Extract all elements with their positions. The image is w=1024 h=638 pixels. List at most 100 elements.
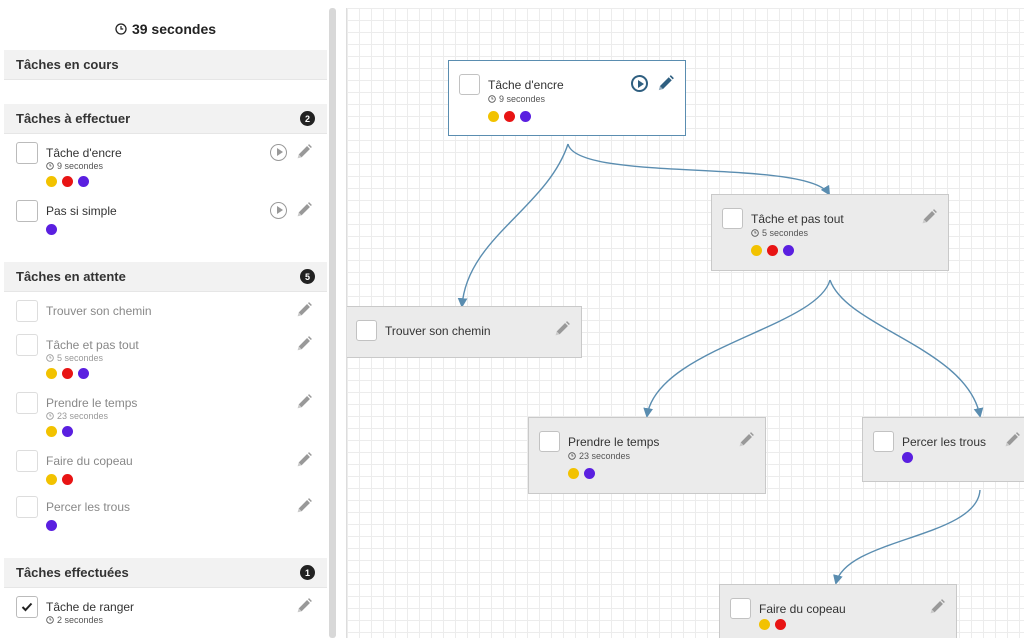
color-dot-red — [504, 111, 515, 122]
color-dot-purple — [46, 224, 57, 235]
sidebar-scrollbar[interactable] — [329, 8, 336, 638]
play-icon[interactable] — [631, 75, 648, 92]
color-dot-yellow — [568, 468, 579, 479]
pencil-icon[interactable] — [295, 201, 313, 219]
color-tags — [902, 452, 913, 463]
clock-icon — [46, 354, 54, 362]
edge-pastout-temps — [643, 279, 831, 418]
pencil-icon[interactable] — [295, 393, 313, 411]
node-duration: 5 secondes — [751, 228, 808, 238]
task-actions — [295, 497, 313, 515]
duration-label: 5 secondes — [57, 353, 104, 363]
color-tags — [46, 520, 315, 531]
node-actions — [920, 208, 938, 226]
task-title: Tâche de ranger — [46, 600, 135, 614]
graph-node[interactable]: Tâche d'encre 9 secondes — [448, 60, 686, 136]
task-item[interactable]: Percer les trous — [4, 488, 327, 534]
pencil-icon[interactable] — [737, 431, 755, 449]
section-title: Tâches en attente — [16, 269, 126, 284]
pencil-icon[interactable] — [295, 143, 313, 161]
graph-edges — [457, 143, 984, 585]
node-actions — [1003, 431, 1021, 449]
task-actions — [295, 301, 313, 319]
node-actions — [928, 598, 946, 616]
pencil-icon[interactable] — [295, 451, 313, 469]
edge-trous-copeau — [833, 489, 981, 585]
task-actions — [295, 597, 313, 615]
task-checkbox[interactable] — [16, 200, 38, 222]
play-icon[interactable] — [270, 143, 287, 161]
node-checkbox[interactable] — [730, 598, 751, 619]
task-title: Trouver son chemin — [46, 304, 152, 318]
pencil-icon[interactable] — [656, 74, 675, 93]
task-checkbox[interactable] — [16, 450, 38, 472]
graph-node[interactable]: Percer les trous — [862, 417, 1024, 482]
task-item[interactable]: Faire du copeau — [4, 442, 327, 488]
section-title: Tâches effectuées — [16, 565, 129, 580]
task-item[interactable]: Trouver son chemin — [4, 292, 327, 326]
node-checkbox[interactable] — [722, 208, 743, 229]
node-title: Tâche d'encre — [488, 78, 564, 92]
node-checkbox[interactable] — [459, 74, 480, 95]
task-duration: 9 secondes — [46, 161, 315, 171]
task-item[interactable]: Pas si simple — [4, 192, 327, 250]
graph-node[interactable]: Faire du copeau — [719, 584, 957, 638]
task-checkbox[interactable] — [16, 334, 38, 356]
task-checkbox[interactable] — [16, 496, 38, 518]
section-in-progress: Tâches en cours — [4, 50, 327, 80]
color-dot-purple — [902, 452, 913, 463]
pencil-icon[interactable] — [295, 301, 313, 319]
clock-icon — [46, 162, 54, 170]
pencil-icon[interactable] — [295, 597, 313, 615]
node-actions — [553, 320, 571, 338]
color-tags — [488, 111, 531, 122]
edge-encre-pastout — [567, 143, 831, 196]
count-badge: 1 — [300, 565, 315, 580]
empty-list — [4, 80, 327, 104]
node-title: Trouver son chemin — [385, 324, 491, 338]
graph-node[interactable]: Trouver son chemin — [347, 306, 582, 358]
pencil-icon[interactable] — [295, 335, 313, 353]
task-checkbox[interactable] — [16, 300, 38, 322]
task-checkbox[interactable] — [16, 392, 38, 414]
duration-label: 9 secondes — [499, 94, 546, 104]
play-icon[interactable] — [270, 201, 287, 219]
edge-pastout-trous — [829, 279, 984, 418]
task-title: Prendre le temps — [46, 396, 138, 410]
clock-icon — [46, 616, 54, 624]
color-dot-purple — [520, 111, 531, 122]
pencil-icon[interactable] — [920, 208, 938, 226]
pencil-icon[interactable] — [1003, 431, 1021, 449]
pencil-icon[interactable] — [553, 320, 571, 338]
color-dot-yellow — [751, 245, 762, 256]
section-waiting: Tâches en attente 5 — [4, 262, 327, 292]
clock-icon — [568, 452, 576, 460]
task-checkbox[interactable] — [16, 596, 38, 618]
color-dot-purple — [78, 368, 89, 379]
color-tags — [568, 468, 595, 479]
node-checkbox[interactable] — [873, 431, 894, 452]
node-checkbox[interactable] — [356, 320, 377, 341]
task-actions — [295, 451, 313, 469]
node-actions — [737, 431, 755, 449]
pencil-icon[interactable] — [295, 497, 313, 515]
node-checkbox[interactable] — [539, 431, 560, 452]
dependency-graph-canvas[interactable]: Tâche d'encre 9 secondes Tâche et pas tou… — [346, 8, 1024, 638]
pencil-icon[interactable] — [928, 598, 946, 616]
section-done: Tâches effectuées 1 — [4, 558, 327, 588]
duration-label: 2 secondes — [57, 615, 104, 625]
task-checkbox[interactable] — [16, 142, 38, 164]
node-duration: 23 secondes — [568, 451, 630, 461]
color-dot-yellow — [488, 111, 499, 122]
color-tags — [46, 176, 315, 187]
task-actions — [295, 393, 313, 411]
